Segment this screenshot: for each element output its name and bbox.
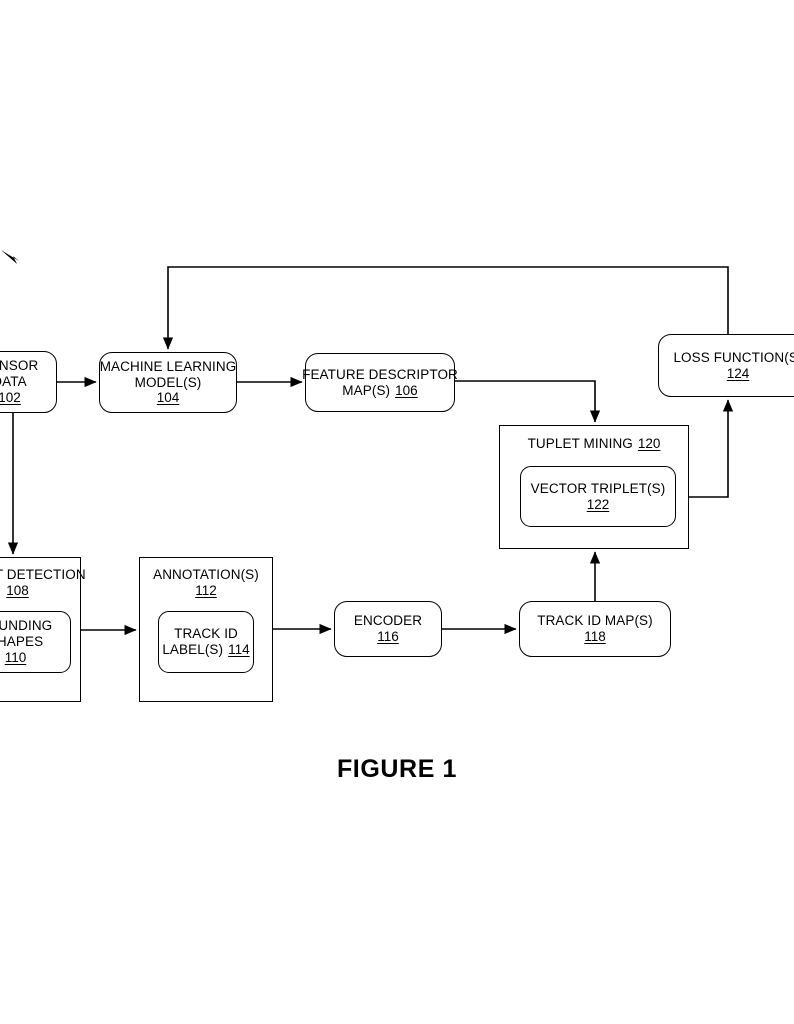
node-track-id-label-ref: 114 [228,642,250,657]
node-track-id-map-line1: Track ID Map(s) [537,613,653,629]
node-machine-learning-model-line2: Model(s) [134,374,202,390]
node-object-detection-line1: Object Detection [0,567,86,582]
wire-featuremap-to-tuplet [455,380,601,423]
node-vector-triplet-ref: 122 [586,496,610,512]
node-sensor-data-ref: 102 [0,389,21,405]
node-machine-learning-model-ref: 104 [156,390,180,406]
lead-line-arrow-icon [1,250,19,264]
node-annotations-line1: Annotation(s) [153,567,259,582]
node-bounding-shapes-line1: Bounding [0,618,53,634]
node-bounding-shapes-line2: Shapes [0,634,44,650]
node-bounding-shapes-ref: 110 [4,649,27,665]
node-vector-triplet-line1: Vector Triplet(s) [530,480,666,496]
node-loss-function-line1: Loss Function(s) [673,349,794,365]
wire-loss-to-model [162,266,729,350]
figure-caption: Figure 1 [336,755,458,783]
node-track-id-label-line1: Track ID [174,626,238,642]
node-sensor-data-line1: Sensor [0,358,39,374]
node-encoder-line1: Encoder [353,613,423,629]
node-object-detection-ref: 108 [6,582,29,598]
node-loss-function-ref: 124 [726,365,750,381]
node-sensor-data[interactable]: Sensor Data 102 [0,351,57,413]
node-feature-descriptor-map[interactable]: Feature Descriptor Map(s) 106 [302,353,458,412]
node-encoder[interactable]: Encoder 116 [334,601,442,657]
node-track-id-label[interactable]: Track ID Label(s) 114 [158,611,254,673]
node-feature-descriptor-map-line2: Map(s) [342,382,391,398]
node-machine-learning-model-line1: Machine Learning [99,358,237,374]
node-bounding-shapes[interactable]: Bounding Shapes 110 [0,611,71,673]
node-loss-function[interactable]: Loss Function(s) 124 [658,334,794,397]
node-encoder-ref: 116 [377,629,399,644]
node-tuplet-mining-ref: 120 [637,436,661,451]
node-vector-triplet[interactable]: Vector Triplet(s) 122 [520,466,676,527]
node-track-id-map[interactable]: Track ID Map(s) 118 [519,601,671,657]
node-sensor-data-line2: Data [0,374,27,390]
node-track-id-map-ref: 118 [584,629,606,644]
node-machine-learning-model[interactable]: Machine Learning Model(s) 104 [99,352,237,413]
node-track-id-label-line2: Label(s) [162,642,224,657]
node-feature-descriptor-map-line1: Feature Descriptor [302,366,458,382]
node-tuplet-mining-line1: Tuplet Mining [527,436,633,451]
node-annotations-ref: 112 [195,582,217,598]
node-feature-descriptor-map-ref: 106 [395,382,418,398]
